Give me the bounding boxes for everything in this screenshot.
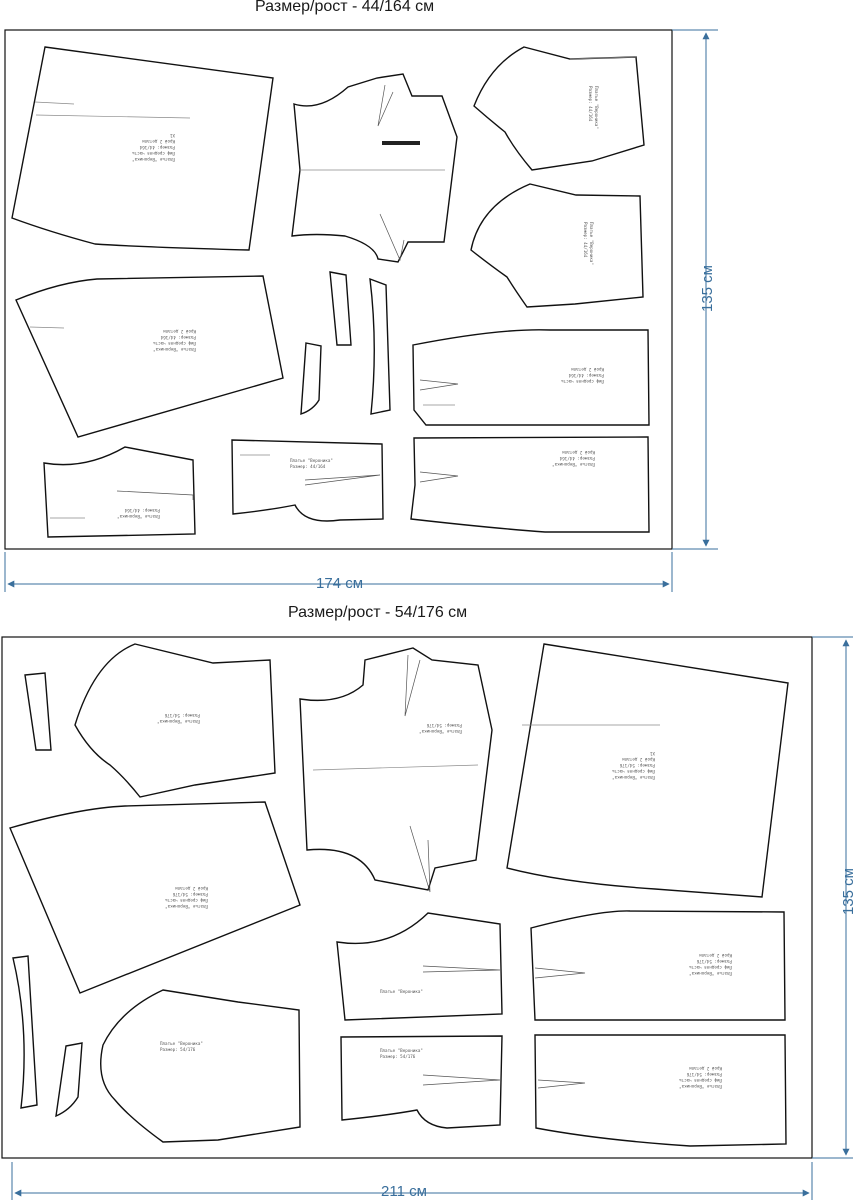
layout-1-dimensions — [4, 29, 718, 592]
svg-text:Платье "Вероника": Платье "Вероника" — [552, 462, 595, 467]
layout-2-piece-skirt-front: Платье "Вероника"Лиф средняя частьРазмер… — [506, 643, 789, 898]
svg-text:Лиф средняя часть: Лиф средняя часть — [689, 965, 732, 970]
svg-text:Размер: 44/164: Размер: 44/164 — [290, 464, 326, 469]
svg-text:Платье "Вероника": Платье "Вероника" — [160, 1041, 203, 1046]
svg-text:Крой 2 детали: Крой 2 детали — [163, 329, 196, 334]
layout-2-piece-skirt-back: Платье "Вероника"Лиф средняя частьРазмер… — [9, 801, 301, 994]
layout-2-piece-front-mid: Платье "Вероника"Размер: 54/176 — [340, 1035, 503, 1129]
svg-text:Крой 2 детали: Крой 2 детали — [689, 1066, 722, 1071]
layout-2-title: Размер/рост - 54/176 см — [288, 604, 468, 621]
svg-text:Размер: 54/176: Размер: 54/176 — [160, 1047, 196, 1052]
layout-1-piece-sleeve-bottom: Платье "Вероника"Размер: 44/164 — [470, 183, 644, 308]
svg-text:Крой 2 детали: Крой 2 детали — [142, 139, 175, 144]
layout-2-piece-bodice-mid-2: Платье "Вероника"Лиф средняя частьРазмер… — [534, 1034, 787, 1147]
svg-text:Х1: Х1 — [169, 133, 175, 138]
svg-text:Размер: 44/164: Размер: 44/164 — [568, 373, 604, 378]
layout-2-piece-sleeve-top: Платье "Вероника"Размер: 54/176 — [74, 643, 276, 798]
svg-text:Размер: 54/176: Размер: 54/176 — [619, 763, 655, 768]
svg-text:Лиф средняя часть: Лиф средняя часть — [165, 898, 208, 903]
layout-2-piece-strips — [12, 955, 83, 1118]
svg-text:Размер: 44/164: Размер: 44/164 — [588, 86, 593, 122]
layout-1-frame — [4, 29, 673, 550]
svg-text:Платье "Вероника": Платье "Вероника" — [290, 458, 333, 463]
svg-text:Лиф средняя часть: Лиф средняя часть — [679, 1078, 722, 1083]
svg-text:Платье "Вероника": Платье "Вероника" — [589, 222, 594, 265]
svg-text:Крой 2 детали: Крой 2 детали — [699, 953, 732, 958]
svg-text:Платье "Вероника": Платье "Вероника" — [132, 157, 175, 162]
svg-text:Размер: 44/164: Размер: 44/164 — [160, 335, 196, 340]
svg-text:Крой 2 детали: Крой 2 детали — [175, 886, 208, 891]
svg-text:Размер: 44/164: Размер: 44/164 — [583, 222, 588, 258]
layout-2-piece-sleeve-bottom: Платье "Вероника"Размер: 54/176 — [100, 989, 301, 1143]
layout-1-piece-sleeve-top: Платье "Вероника"Размер: 44/164 — [473, 46, 645, 171]
svg-text:Крой 2 детали: Крой 2 детали — [622, 757, 655, 762]
svg-text:Платье "Вероника": Платье "Вероника" — [380, 1048, 423, 1053]
svg-text:Крой 2 детали: Крой 2 детали — [562, 450, 595, 455]
layout-1-piece-strip-1 — [300, 271, 391, 415]
svg-text:Размер: 54/176: Размер: 54/176 — [686, 1072, 722, 1077]
svg-text:Размер: 54/176: Размер: 54/176 — [164, 713, 200, 718]
svg-text:Х1: Х1 — [649, 751, 655, 756]
svg-text:Крой 2 детали: Крой 2 детали — [571, 367, 604, 372]
svg-text:Платье "Вероника": Платье "Вероника" — [612, 775, 655, 780]
svg-text:Платье "Вероника": Платье "Вероника" — [419, 729, 462, 734]
svg-text:Лиф средняя часть: Лиф средняя часть — [612, 769, 655, 774]
svg-text:Платье "Вероника": Платье "Вероника" — [153, 347, 196, 352]
layout-1-piece-bodice-back — [291, 73, 458, 263]
svg-text:Лиф средняя часть: Лиф средняя часть — [561, 379, 604, 384]
svg-text:Размер: 44/164: Размер: 44/164 — [124, 508, 160, 513]
layout-2-piece-front-left: Платье "Вероника" — [336, 912, 503, 1021]
svg-text:Размер: 54/176: Размер: 54/176 — [172, 892, 208, 897]
layout-2-piece-strip-top — [24, 672, 52, 751]
svg-text:Платье "Вероника": Платье "Вероника" — [679, 1084, 722, 1089]
layout-2-piece-bodice-mid-1: Платье "Вероника"Лиф средняя частьРазмер… — [530, 910, 786, 1021]
svg-text:Размер: 44/164: Размер: 44/164 — [559, 456, 595, 461]
svg-text:Размер: 54/176: Размер: 54/176 — [380, 1054, 416, 1059]
layout-2-dimensions — [11, 636, 853, 1200]
svg-text:Платье "Вероника": Платье "Вероника" — [689, 971, 732, 976]
svg-text:Платье "Вероника": Платье "Вероника" — [117, 514, 160, 519]
svg-text:Платье "Вероника": Платье "Вероника" — [380, 989, 423, 994]
layout-1-piece-front-left: Платье "Вероника"Размер: 44/164 — [43, 446, 196, 538]
svg-text:Размер: 54/176: Размер: 54/176 — [696, 959, 732, 964]
svg-text:Лиф средняя часть: Лиф средняя часть — [132, 151, 175, 156]
layout-1-title: Размер/рост - 44/164 см — [255, 0, 435, 15]
svg-text:Платье "Вероника": Платье "Вероника" — [594, 86, 599, 129]
svg-text:Размер: 54/176: Размер: 54/176 — [426, 723, 462, 728]
svg-text:Размер: 44/164: Размер: 44/164 — [139, 145, 175, 150]
layout-1-piece-skirt-back: Платье "Вероника"Лиф средняя частьРазмер… — [15, 275, 284, 438]
layout-2-frame — [1, 636, 813, 1159]
layout-1-piece-skirt-front: Платье "Вероника"Лиф средняя частьРазмер… — [11, 46, 274, 251]
layout-2-piece-bodice-back: Платье "Вероника"Размер: 54/176 — [299, 647, 493, 893]
svg-text:Платье "Вероника": Платье "Вероника" — [157, 719, 200, 724]
svg-text:Платье "Вероника": Платье "Вероника" — [165, 904, 208, 909]
layout-1-piece-front-mid: Платье "Вероника"Размер: 44/164 — [231, 439, 384, 522]
svg-text:Лиф средняя часть: Лиф средняя часть — [153, 341, 196, 346]
